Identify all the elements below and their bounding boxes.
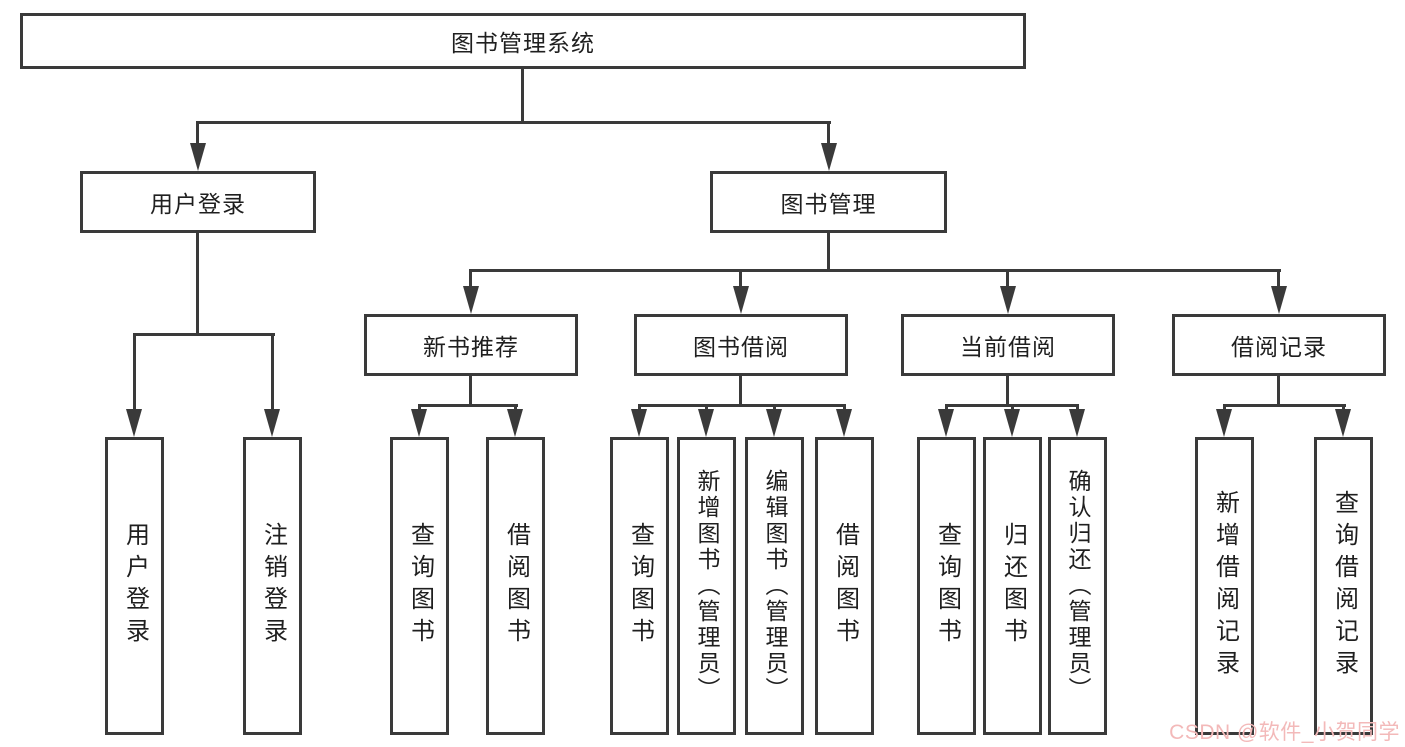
- node-current-borrowing-label: 当前借阅: [960, 334, 1056, 360]
- arrow-down-icon: [126, 409, 142, 437]
- arrow-down-icon: [938, 409, 954, 437]
- leaf-query-borrow-record-label: 查询借阅记录: [1330, 490, 1358, 682]
- connector-line-vertical: [1006, 376, 1009, 406]
- connector-line-vertical: [196, 233, 199, 335]
- node-user-login-label: 用户登录: [150, 191, 246, 217]
- leaf-confirm-return-admin-label: 确认归还（管理员）: [1065, 469, 1091, 703]
- leaf-query-books-recommend-label: 查询图书: [406, 522, 434, 650]
- connector-line-horizontal: [638, 404, 846, 407]
- arrow-down-icon: [821, 143, 837, 171]
- connector-line-vertical: [739, 376, 742, 406]
- node-new-book-recommend: 新书推荐: [364, 314, 578, 376]
- arrow-down-icon: [1216, 409, 1232, 437]
- node-root-label: 图书管理系统: [451, 30, 595, 56]
- arrow-down-icon: [1004, 409, 1020, 437]
- arrow-down-icon: [507, 409, 523, 437]
- node-new-book-recommend-label: 新书推荐: [423, 334, 519, 360]
- arrow-down-icon: [190, 143, 206, 171]
- connector-line-vertical: [705, 404, 708, 412]
- connector-line-vertical: [739, 269, 742, 290]
- leaf-add-book-admin: 新增图书（管理员）: [677, 437, 736, 735]
- connector-line-vertical: [1277, 376, 1280, 406]
- connector-line-vertical: [827, 233, 830, 271]
- connector-line-vertical: [773, 404, 776, 412]
- arrow-down-icon: [1000, 286, 1016, 314]
- node-book-management: 图书管理: [710, 171, 947, 233]
- leaf-query-books-borrowing-label: 查询图书: [626, 522, 654, 650]
- connector-line-vertical: [133, 333, 136, 411]
- leaf-query-books-borrowing: 查询图书: [610, 437, 669, 735]
- csdn-watermark: CSDN @软件_小贺同学: [1169, 721, 1400, 744]
- leaf-user-login-label: 用户登录: [121, 522, 149, 650]
- connector-line-vertical: [1223, 404, 1226, 412]
- connector-line-vertical: [514, 404, 517, 412]
- leaf-return-book-label: 归还图书: [999, 522, 1027, 650]
- leaf-edit-book-admin: 编辑图书（管理员）: [745, 437, 804, 735]
- leaf-add-book-admin-label: 新增图书（管理员）: [694, 469, 720, 703]
- leaf-query-books-recommend: 查询图书: [390, 437, 449, 735]
- node-borrowing-records: 借阅记录: [1172, 314, 1386, 376]
- connector-line-vertical: [1006, 269, 1009, 290]
- leaf-borrow-books-borrowing: 借阅图书: [815, 437, 874, 735]
- connector-line-horizontal: [197, 121, 831, 124]
- arrow-down-icon: [766, 409, 782, 437]
- connector-line-vertical: [945, 404, 948, 412]
- leaf-return-book: 归还图书: [983, 437, 1042, 735]
- connector-line-horizontal: [418, 404, 518, 407]
- connector-line-vertical: [469, 269, 472, 290]
- leaf-user-login: 用户登录: [105, 437, 164, 735]
- leaf-borrow-books-recommend-label: 借阅图书: [502, 522, 530, 650]
- leaf-add-borrow-record: 新增借阅记录: [1195, 437, 1254, 735]
- connector-line-vertical: [418, 404, 421, 412]
- arrow-down-icon: [264, 409, 280, 437]
- arrow-down-icon: [1335, 409, 1351, 437]
- node-user-login: 用户登录: [80, 171, 316, 233]
- leaf-query-books-current: 查询图书: [917, 437, 976, 735]
- connector-line-vertical: [1011, 404, 1014, 412]
- connector-line-vertical: [521, 69, 524, 123]
- arrow-down-icon: [463, 286, 479, 314]
- leaf-borrow-books-recommend: 借阅图书: [486, 437, 545, 735]
- node-root: 图书管理系统: [20, 13, 1026, 69]
- leaf-query-books-current-label: 查询图书: [933, 522, 961, 650]
- leaf-edit-book-admin-label: 编辑图书（管理员）: [762, 469, 788, 703]
- connector-line-vertical: [469, 376, 472, 406]
- arrow-down-icon: [836, 409, 852, 437]
- node-book-management-label: 图书管理: [780, 191, 877, 217]
- leaf-add-borrow-record-label: 新增借阅记录: [1211, 490, 1239, 682]
- arrow-down-icon: [1069, 409, 1085, 437]
- connector-line-vertical: [1277, 269, 1280, 290]
- connector-line-vertical: [271, 333, 274, 411]
- arrow-down-icon: [411, 409, 427, 437]
- connector-line-vertical: [638, 404, 641, 412]
- arrow-down-icon: [1271, 286, 1287, 314]
- connector-line-vertical: [1342, 404, 1345, 412]
- connector-line-vertical: [843, 404, 846, 412]
- connector-line-horizontal: [133, 333, 275, 336]
- node-borrowing-records-label: 借阅记录: [1231, 334, 1327, 360]
- connector-line-vertical: [827, 121, 830, 148]
- arrow-down-icon: [733, 286, 749, 314]
- connector-line-horizontal: [469, 269, 1281, 272]
- node-book-borrowing: 图书借阅: [634, 314, 848, 376]
- leaf-confirm-return-admin: 确认归还（管理员）: [1048, 437, 1107, 735]
- arrow-down-icon: [698, 409, 714, 437]
- leaf-logout: 注销登录: [243, 437, 302, 735]
- leaf-borrow-books-borrowing-label: 借阅图书: [831, 522, 859, 650]
- arrow-down-icon: [631, 409, 647, 437]
- connector-line-vertical: [1076, 404, 1079, 412]
- connector-line-vertical: [196, 121, 199, 148]
- connector-line-horizontal: [945, 404, 1079, 407]
- node-book-borrowing-label: 图书借阅: [693, 334, 789, 360]
- leaf-query-borrow-record: 查询借阅记录: [1314, 437, 1373, 735]
- leaf-logout-label: 注销登录: [259, 522, 287, 650]
- node-current-borrowing: 当前借阅: [901, 314, 1115, 376]
- connector-line-horizontal: [1223, 404, 1346, 407]
